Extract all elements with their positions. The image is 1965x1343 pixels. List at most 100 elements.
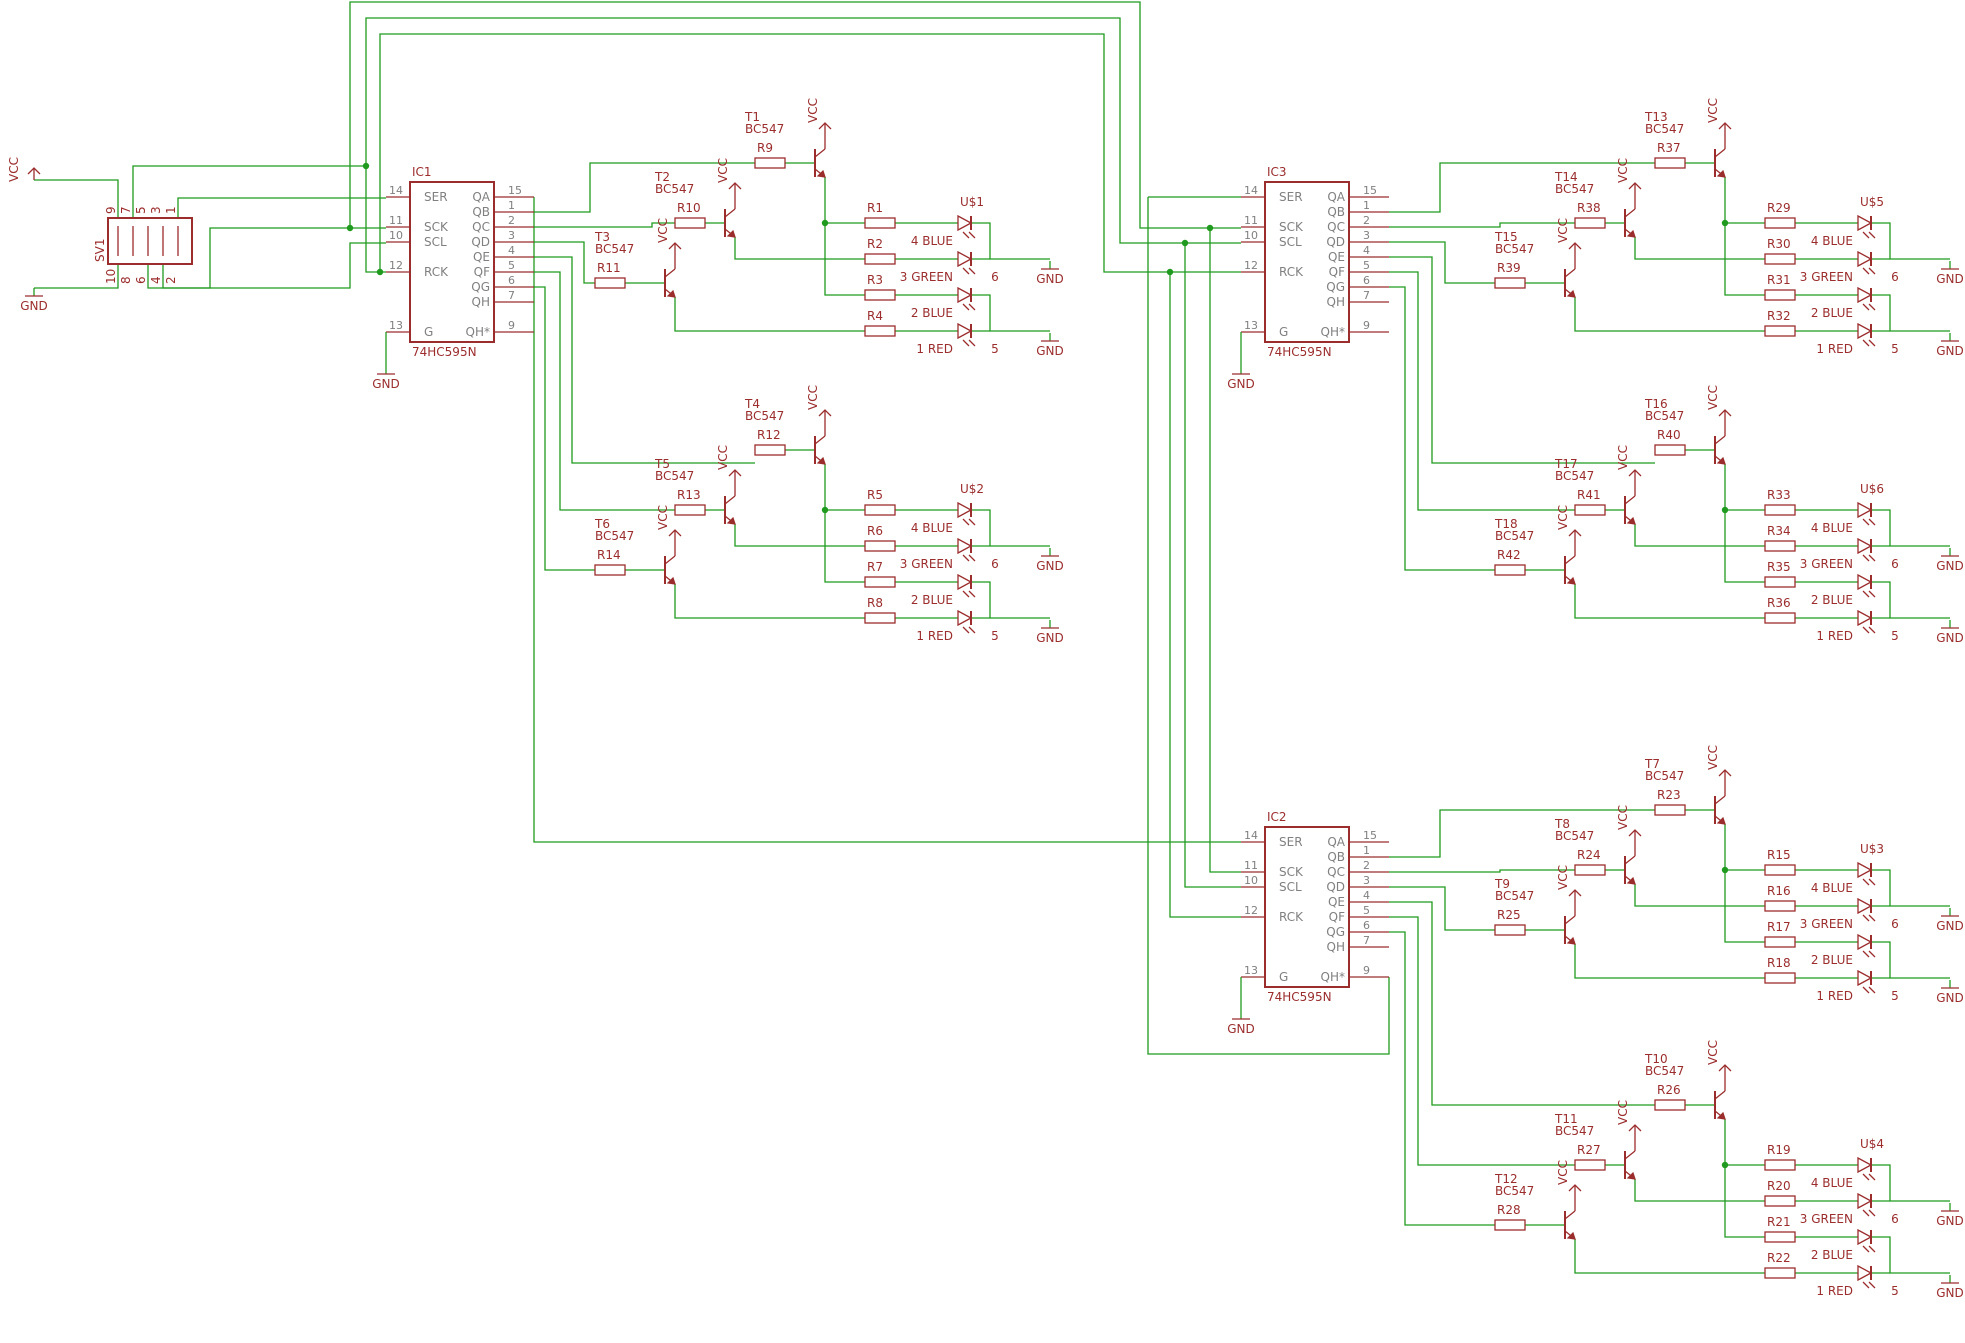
led-rays (962, 518, 976, 526)
wire (734, 524, 865, 547)
transistor-part: BC547 (1495, 889, 1534, 903)
transistor-part: BC547 (1645, 769, 1684, 783)
vcc-arrow (1628, 1124, 1642, 1132)
wire (824, 177, 865, 224)
gnd-label: GND (1036, 559, 1064, 573)
vcc-label: VCC (1706, 745, 1720, 770)
resistor-label: R27 (1577, 1143, 1601, 1157)
connector-pin-number: 9 (104, 206, 118, 214)
transistor-name: T15 (1494, 230, 1518, 244)
resistor: R3 (864, 273, 896, 301)
ic-pin-label: SCK (1279, 865, 1304, 879)
transistor-collector (1564, 1210, 1576, 1220)
resistor-label: R21 (1767, 1215, 1791, 1229)
wire (1389, 809, 1655, 858)
connector-pin-number: 5 (134, 206, 148, 214)
resistor: R23 (1654, 788, 1686, 816)
led-rays (1862, 1173, 1876, 1181)
vcc-arrow (1568, 529, 1582, 537)
led-color: 3 GREEN (1800, 1212, 1853, 1226)
wire (824, 464, 865, 511)
transistor-arrow (816, 456, 826, 465)
ic-pin-label: SCK (1279, 220, 1304, 234)
transistor-arrow (1626, 1171, 1636, 1180)
resistor-label: R1 (867, 201, 883, 215)
resistor-label: R39 (1497, 261, 1521, 275)
led-pin: 5 (1891, 629, 1899, 643)
gnd-label: GND (1936, 272, 1964, 286)
gnd-label: GND (1936, 919, 1964, 933)
resistor-label: R28 (1497, 1203, 1521, 1217)
resistor-body (1764, 504, 1796, 516)
gnd-label: GND (1936, 559, 1964, 573)
led: 2 BLUE (1811, 1228, 1876, 1262)
connector-pin-number: 1 (164, 206, 178, 214)
transistor-arrow (1716, 816, 1726, 825)
resistor: R37 (1654, 141, 1686, 169)
transistor-collector (1564, 915, 1576, 925)
led-module-name: U$2 (960, 482, 984, 496)
resistor-label: R14 (597, 548, 621, 562)
wire (1389, 241, 1495, 284)
resistor: R2 (864, 237, 896, 265)
led-rays (1862, 1281, 1876, 1289)
ic-pin-label: QE (1328, 250, 1345, 264)
wire (1724, 870, 1765, 943)
connector-pin-number: 4 (149, 276, 163, 284)
led-pin: 6 (1891, 270, 1899, 284)
resistor-label: R22 (1767, 1251, 1791, 1265)
ic-pin-number: 9 (1363, 319, 1370, 332)
wire (1871, 941, 1950, 979)
ic-pin-label: SCL (424, 235, 447, 249)
led-color: 3 GREEN (1800, 270, 1853, 284)
vcc-arrow (1568, 242, 1582, 250)
led: 2 BLUE (1811, 573, 1876, 607)
led-color: 3 GREEN (1800, 557, 1853, 571)
ic-name: IC3 (1267, 165, 1287, 179)
resistor: R40 (1654, 428, 1686, 456)
led-triangle (957, 214, 973, 232)
ic-pin-number: 12 (1244, 904, 1258, 917)
ic-pin-number: 5 (1363, 259, 1370, 272)
transistor-collector (1714, 435, 1726, 445)
ic-pin-label: QH (1327, 940, 1345, 954)
gnd-symbol: GND (1936, 261, 1964, 286)
transistor-part: BC547 (1495, 1184, 1534, 1198)
resistor-label: R3 (867, 273, 883, 287)
led-triangle (1857, 250, 1873, 268)
led-rays (1862, 590, 1876, 598)
ic-pin-label: SER (424, 190, 448, 204)
transistor-part: BC547 (1645, 122, 1684, 136)
junction-dot (1721, 219, 1729, 227)
led-triangle (957, 573, 973, 591)
ic-pin-label: QC (1327, 220, 1345, 234)
transistor-name: T13 (1644, 110, 1668, 124)
ic-pin-label: QD (1326, 880, 1345, 894)
transistor-name: T11 (1554, 1112, 1578, 1126)
resistor-body (1494, 1219, 1526, 1231)
ic-pin-number: 13 (1244, 964, 1258, 977)
wire (971, 581, 1050, 619)
resistor-label: R2 (867, 237, 883, 251)
led-rays (1862, 231, 1876, 239)
resistor-body (1764, 253, 1796, 265)
wire (1871, 1236, 1950, 1274)
vcc-label: VCC (656, 218, 670, 243)
led-triangle (1857, 214, 1873, 232)
led-color: 2 BLUE (1811, 1248, 1853, 1262)
gnd-symbol: GND (1227, 366, 1255, 391)
wire (1634, 237, 1765, 260)
wire (1389, 886, 1495, 931)
wire (1634, 884, 1765, 907)
vcc-label: VCC (1616, 1100, 1630, 1125)
gnd-label: GND (1936, 991, 1964, 1005)
resistor: R13 (674, 488, 706, 516)
resistor-body (864, 540, 896, 552)
ic-pin-number: 7 (1363, 934, 1370, 947)
